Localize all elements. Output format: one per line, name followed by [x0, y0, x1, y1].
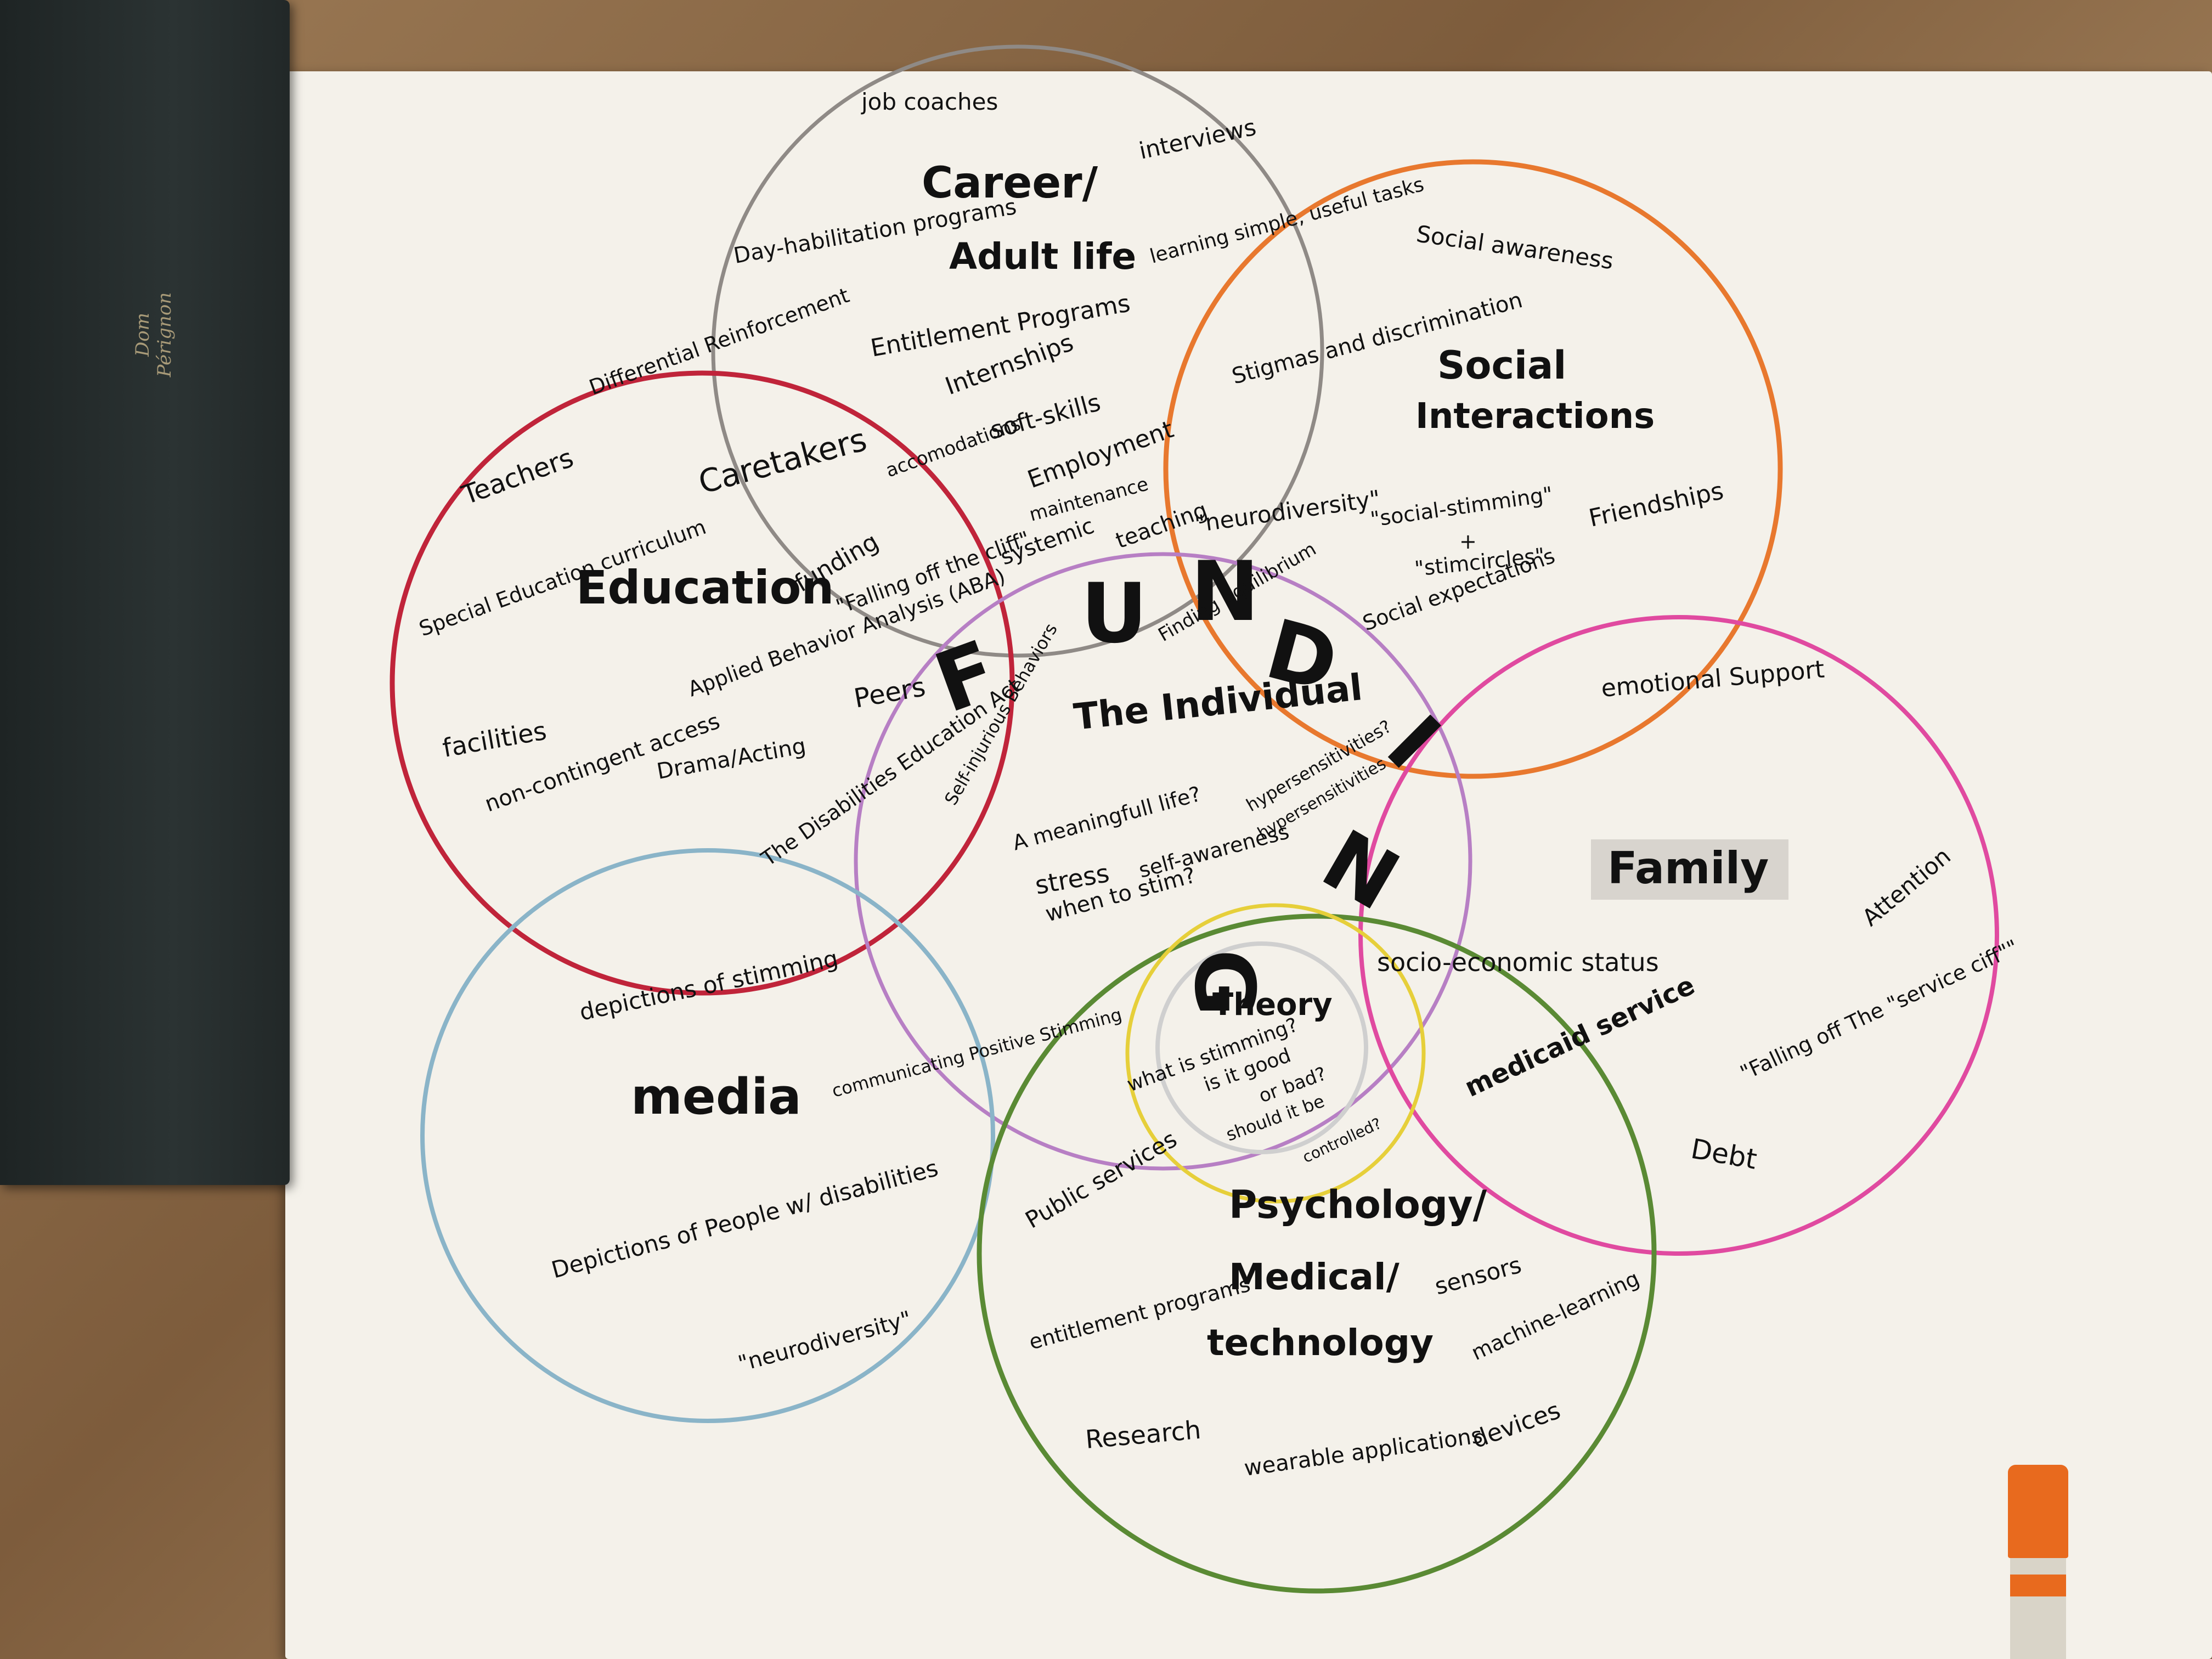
- career-note-job-coaches: job coaches: [861, 88, 998, 115]
- circle-psychology: [977, 913, 1657, 1594]
- psychology-note-medicaid: medicaid service: [1460, 970, 1699, 1103]
- family-title-highlight: [1591, 839, 1788, 900]
- education-note-caretakers: Caretakers: [695, 421, 871, 501]
- funding-letter-n: N: [1190, 544, 1260, 640]
- funding-letter-g: G: [1176, 949, 1272, 1017]
- career-note-interviews: interviews: [1137, 114, 1259, 165]
- media-note-depictions-people: Depictions of People w/ disabilities: [549, 1154, 941, 1284]
- individual-note-peers: Peers: [851, 672, 928, 714]
- psychology-note-sensors: sensors: [1432, 1251, 1524, 1300]
- circle-education: [390, 370, 1015, 996]
- poster-paper: [285, 71, 2212, 1659]
- marker: [2008, 1465, 2068, 1659]
- media-title: media: [631, 1068, 802, 1126]
- circle-media: [420, 848, 995, 1423]
- family-note-attention: Attention: [1857, 843, 1956, 932]
- media-note-depictions-stimming: depictions of stimming: [577, 945, 840, 1026]
- social-note-plus: +: [1459, 529, 1477, 554]
- circle-theory-outer: [1125, 903, 1426, 1204]
- psychology-note-wearable: wearable applications: [1243, 1423, 1484, 1481]
- career-note-learning: learning simple, useful tasks: [1148, 173, 1426, 268]
- individual-title: The Individual: [1072, 666, 1364, 738]
- career-title-2: Adult life: [949, 235, 1136, 278]
- social-note-friendships: Friendships: [1587, 477, 1726, 533]
- marker-band: [2010, 1575, 2066, 1596]
- family-title: Family: [1607, 843, 1769, 894]
- marker-cap: [2008, 1465, 2068, 1558]
- psychology-note-public-services: Public services: [1021, 1125, 1182, 1233]
- theory-title: Theory: [1212, 987, 1333, 1023]
- family-note-socio-economic: socio-economic status: [1377, 947, 1659, 977]
- circle-family: [1358, 615, 1999, 1256]
- individual-note-meaningful: A meaningfull life?: [1010, 782, 1204, 855]
- media-note-neurodiversity: "neurodiversity": [736, 1306, 915, 1376]
- psychology-title-1: Psychology/: [1229, 1182, 1487, 1227]
- funding-letter-u: U: [1081, 566, 1148, 662]
- education-title: Education: [576, 561, 834, 614]
- family-note-debt: Debt: [1689, 1133, 1759, 1176]
- media-note-communicating: communicating Positive Stimming: [830, 1004, 1124, 1102]
- circle-career: [711, 44, 1324, 658]
- social-title-2: Interactions: [1415, 396, 1655, 437]
- social-title-1: Social: [1437, 343, 1566, 388]
- psychology-note-research: Research: [1084, 1415, 1202, 1454]
- circle-social: [1163, 159, 1783, 779]
- career-note-entitlement: Entitlement Programs: [868, 289, 1132, 362]
- circle-individual: [854, 552, 1472, 1171]
- career-title-1: Career/: [922, 159, 1098, 208]
- family-note-falling-service: "Falling off The "service ciff"": [1736, 935, 2022, 1085]
- education-note-facilities: facilities: [441, 715, 549, 763]
- education-note-teachers: Teachers: [458, 442, 578, 511]
- psychology-title-3: technology: [1207, 1322, 1434, 1364]
- binder: Dom Pérignon: [0, 0, 290, 1185]
- psychology-title-2: Medical/: [1229, 1256, 1400, 1298]
- career-note-soft-skills: soft-skills: [988, 388, 1104, 445]
- circle-theory-inner: [1155, 941, 1368, 1154]
- social-note-social-stimming: "social-stimming": [1369, 482, 1554, 532]
- social-note-awareness: Social awareness: [1415, 220, 1615, 274]
